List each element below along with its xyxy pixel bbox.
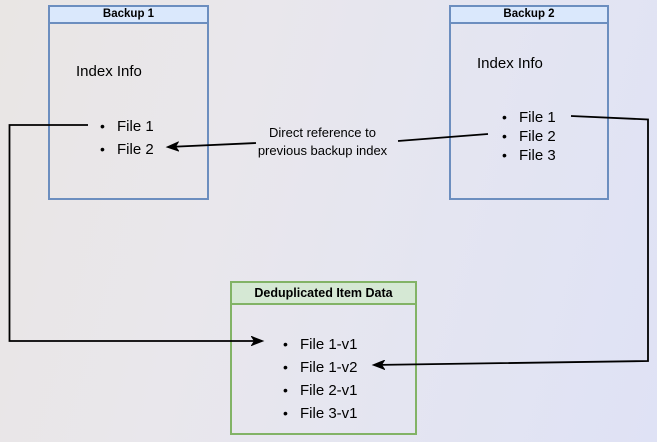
list-item: File 1-v1 [283, 333, 358, 356]
backup1-header: Backup 1 [50, 7, 207, 24]
list-item: File 2-v1 [283, 379, 358, 402]
direct-reference-label: Direct reference to previous backup inde… [257, 125, 388, 158]
backup2-header: Backup 2 [451, 7, 607, 24]
list-item: File 1-v2 [283, 356, 358, 379]
dedup-header: Deduplicated Item Data [232, 283, 415, 305]
list-item: File 3 [502, 146, 556, 165]
list-item: File 2 [502, 127, 556, 146]
list-item: File 2 [100, 138, 154, 161]
dedup-file-list: File 1-v1 File 1-v2 File 2-v1 File 3-v1 [283, 333, 358, 425]
backup2-box: Backup 2 Index Info File 1 File 2 File 3 [449, 5, 609, 200]
list-item: File 3-v1 [283, 402, 358, 425]
deduplicated-item-data-box: Deduplicated Item Data File 1-v1 File 1-… [230, 281, 417, 435]
backup2-index-info-label: Index Info [477, 55, 543, 72]
backup1-file-list: File 1 File 2 [100, 115, 154, 161]
backup1-box: Backup 1 Index Info File 1 File 2 [48, 5, 209, 200]
list-item: File 1 [502, 108, 556, 127]
list-item: File 1 [100, 115, 154, 138]
backup2-file-list: File 1 File 2 File 3 [502, 108, 556, 165]
backup1-index-info-label: Index Info [76, 63, 142, 80]
